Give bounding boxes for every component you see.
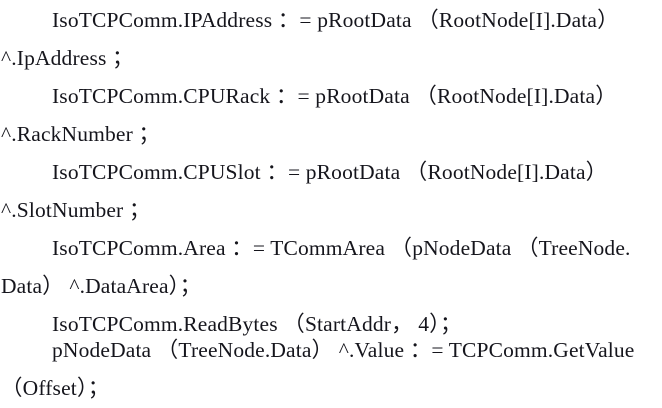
code-line: IsoTCPComm.IPAddress ：= pRootData （RootN… bbox=[52, 8, 619, 32]
code-line: ^.RackNumber ； bbox=[1, 122, 161, 146]
code-line: IsoTCPComm.CPUSlot ：= pRootData （RootNod… bbox=[52, 160, 608, 184]
code-line: ^.IpAddress ； bbox=[1, 46, 134, 70]
code-line: pNodeData （TreeNode.Data） ^.Value ：= TCP… bbox=[52, 338, 635, 362]
code-line: IsoTCPComm.ReadBytes （StartAddr， 4）； bbox=[52, 312, 462, 336]
code-line: （Offset）； bbox=[1, 376, 110, 400]
code-line: IsoTCPComm.CPURack ：= pRootData （RootNod… bbox=[52, 84, 617, 108]
code-line: Data） ^.DataArea）； bbox=[1, 274, 202, 298]
code-line: ^.SlotNumber ； bbox=[1, 198, 151, 222]
code-line: IsoTCPComm.Area ：= TCommArea （pNodeData … bbox=[52, 236, 631, 260]
